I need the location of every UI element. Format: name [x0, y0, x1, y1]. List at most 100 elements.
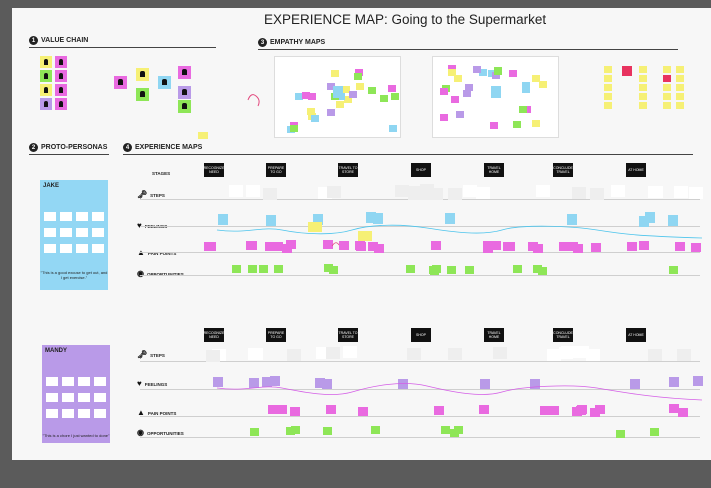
opportunity-note [668, 266, 678, 275]
sticky-note [539, 81, 548, 89]
sticky-note [354, 69, 363, 77]
row-label-text: STAGES [152, 171, 171, 176]
persona-trait [44, 228, 56, 237]
stage-box[interactable]: AT HOME [626, 163, 646, 177]
section-label: VALUE CHAIN [41, 37, 89, 44]
opportunity-note [649, 428, 659, 437]
stage-box[interactable]: RECOGNIZE NEED [204, 163, 224, 177]
pain-note [323, 240, 334, 250]
stage-box[interactable]: TRAVEL HOME [484, 328, 504, 342]
stage-box[interactable]: TRAVEL TO STORE [338, 163, 358, 177]
row-label-text: FEELINGS [144, 381, 168, 387]
sticky-note [464, 83, 473, 91]
sticky-note [639, 102, 647, 109]
sticky-note [289, 125, 298, 133]
sticky-note [676, 93, 684, 100]
row-label-text: STEPS [150, 192, 165, 198]
step-card [245, 184, 260, 197]
sticky-note [311, 114, 320, 122]
feeling-curves [216, 94, 703, 401]
avatar-sticky [136, 68, 149, 81]
sticky-note [639, 75, 647, 82]
sticky-note [490, 121, 499, 129]
sticky-note [198, 132, 208, 139]
persona-name: MANDY [45, 348, 67, 354]
section-label: EMPATHY MAPS [270, 39, 326, 46]
pain-note [678, 407, 689, 417]
row-label-text: PAIN POINTS [147, 250, 177, 256]
persona-card-mandy[interactable]: MANDY [42, 345, 110, 443]
feeling-curve-2 [216, 383, 703, 401]
persona-trait [62, 377, 74, 386]
stage-box[interactable]: TRAVEL HOME [484, 163, 504, 177]
sticky-note [639, 84, 647, 91]
center-avatar [333, 86, 343, 98]
step-card [589, 187, 604, 200]
row-label-opportunities: ◉ OPPORTUNITIES [137, 429, 184, 437]
row-label-opportunities: ◉ OPPORTUNITIES [137, 270, 184, 278]
opportunity-note [406, 265, 416, 274]
step-card [326, 185, 341, 198]
step-card [229, 185, 244, 198]
sticky-note [380, 95, 389, 103]
section-rule [123, 154, 693, 155]
sticky-note [331, 69, 340, 77]
pain-note [568, 242, 579, 252]
section-rule [258, 49, 678, 50]
persona-trait [76, 228, 88, 237]
stage-box[interactable]: CONCLUDE TRAVEL [553, 328, 573, 342]
sticky-note [676, 66, 684, 73]
step-card [677, 349, 692, 362]
row-divider [140, 226, 700, 227]
opportunity-note [440, 426, 450, 435]
stage-box[interactable]: RECOGNIZE NEED [204, 328, 224, 342]
section-number: 4 [123, 143, 132, 152]
feeling-note [218, 214, 229, 226]
row-label-steps: 🗝 STEPS [137, 351, 165, 359]
pain-note [589, 407, 600, 417]
step-card [343, 346, 358, 358]
feeling-note [629, 378, 640, 389]
sticky-note [387, 85, 396, 93]
stage-box[interactable]: CONCLUDE TRAVEL [553, 163, 573, 177]
sticky-note [439, 113, 448, 121]
sticky-note [342, 85, 351, 93]
heart-icon: ♥ [137, 222, 142, 230]
feeling-note [398, 379, 409, 390]
feeling-note [667, 215, 678, 227]
stage-box[interactable]: SHOP [411, 163, 431, 177]
persona-trait [92, 212, 104, 221]
sticky-note [604, 93, 612, 100]
pain-note [571, 407, 582, 417]
pain-note [355, 242, 366, 252]
stage-box[interactable]: TRAVEL TO STORE [338, 328, 358, 342]
stage-box[interactable]: PREPARE TO GO [266, 328, 286, 342]
sticky-note [294, 93, 303, 101]
feeling-note [480, 378, 491, 389]
sticky-note [508, 69, 517, 77]
avatar-sticky [114, 76, 127, 89]
stage-box[interactable]: SHOP [411, 328, 431, 342]
feeling-note [321, 378, 332, 389]
pain-note [639, 241, 650, 251]
stage-box[interactable]: PREPARE TO GO [266, 163, 286, 177]
sticky-note [663, 93, 671, 100]
persona-card-jake[interactable]: JAKE [40, 180, 108, 290]
doodle-stroke [331, 242, 340, 247]
sticky-note [307, 108, 316, 116]
sticky-note [521, 81, 530, 89]
step-card [462, 185, 477, 198]
row-label-feelings: ♥ FEELINGS [137, 380, 167, 388]
pain-note [358, 407, 369, 417]
pain-note [540, 406, 551, 416]
person-icon [44, 87, 48, 93]
sticky-note [308, 93, 317, 101]
sticky-note [532, 75, 541, 83]
avatar-sticky [178, 86, 191, 99]
stage-box[interactable]: AT HOME [626, 328, 646, 342]
sticky-note [663, 84, 671, 91]
persona-trait [92, 244, 104, 253]
pain-note [573, 243, 584, 253]
persona-quote: "This is a chore I just wanted to done" [42, 433, 110, 438]
step-card [205, 349, 220, 362]
